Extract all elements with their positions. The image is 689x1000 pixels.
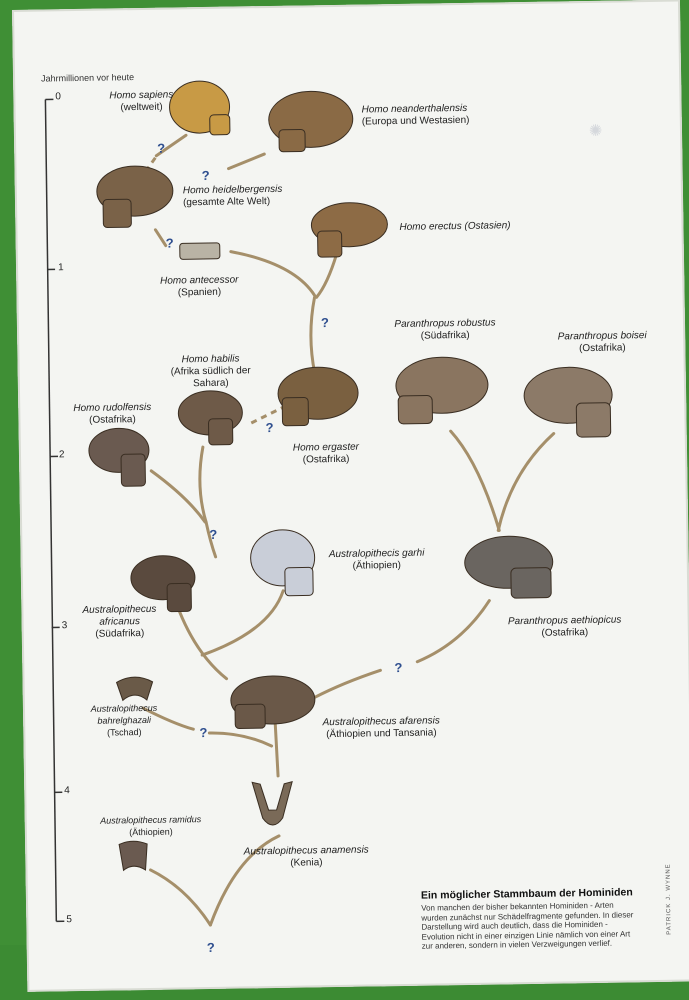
branch-ergaster-up [309,295,317,375]
skull-homo-erectus-icon [310,202,388,258]
description-text: Von manchen der bisher bekannten Hominid… [421,900,634,951]
question-mark: ? [207,940,215,955]
label-paranthropus-boisei: Paranthropus boisei(Ostafrika) [557,330,647,355]
branch-ramidus [149,868,212,927]
question-mark: ? [394,660,402,675]
skull-australopithecus-africanus-icon [130,555,196,613]
branch-habilis [198,445,208,524]
skull-australopithecus-bahrelghazali-icon [115,676,154,702]
label-australopithecus-africanus: Australopithecus africanus(Südafrika) [82,603,157,640]
skull-homo-ergaster-icon [277,366,359,427]
skull-australopithecus-anamensis-icon [251,780,293,826]
axis-tick-label: 5 [66,914,72,926]
label-homo-neanderthalensis: Homo neanderthalensis(Europa und Westasi… [361,102,470,128]
skull-homo-rudolfensis-icon [88,427,150,487]
label-homo-ergaster: Homo ergaster(Ostafrika) [292,441,360,466]
branch-homo-stem [204,520,218,559]
branch-robustus [449,429,501,532]
time-axis-line [44,99,58,922]
question-mark: ? [199,725,207,740]
question-mark: ? [209,527,217,542]
label-australopithecus-ramidus: Australopithecus ramidus(Äthiopien) [100,814,202,838]
skull-homo-habilis-icon [177,390,243,446]
label-paranthropus-robustus: Paranthropus robustus(Südafrika) [394,317,496,342]
time-axis-ticks [45,98,65,923]
label-homo-antecessor: Homo antecessor(Spanien) [160,274,239,299]
phylogeny-tree: ? ? ? ? ? ? ? ? ? [44,80,613,955]
branch-ergaster-habilis [247,404,287,426]
branch-afarensis-down [273,722,280,778]
label-australopithecus-anamensis: Australopithecus anamensis(Kenia) [243,844,369,869]
branch-africanus [177,609,229,681]
question-mark: ? [202,168,210,183]
skulls [88,80,613,872]
branch-sapiens [154,133,188,158]
skull-australopithecus-ramidus-icon [118,840,148,872]
branch-rudolfensis [149,469,207,524]
branch-anamensis [208,834,281,927]
skull-australopithecus-afarensis-icon [230,675,316,730]
label-homo-rudolfensis: Homo rudolfensis(Ostafrika) [73,401,152,426]
skull-homo-sapiens-icon [169,80,231,136]
axis-tick-label: 3 [61,620,68,632]
branch-bahrel-join [207,731,274,748]
branch-boisei [496,432,556,532]
skull-australopithecis-garhi-icon [250,529,316,597]
background-ghost-text: ✺ [588,122,603,140]
axis-tick-label: 2 [58,449,65,461]
label-australopithecus-afarensis: Australopithecus afarensis(Äthiopien und… [322,715,440,741]
poster: Jahrmillionen vor heute [12,0,689,992]
axis-tick-label: 1 [57,262,64,274]
skull-paranthropus-boisei-icon [523,366,613,438]
branch-neanderthal [227,152,266,171]
branch-afarensis-right [313,668,382,699]
question-mark: ? [157,141,165,156]
branch-garhi [200,589,285,657]
branch-heidelberg-antecessor [153,228,168,248]
label-australopithecus-bahrelghazali: Australopithecus bahrelghazali(Tschad) [90,702,158,738]
skull-homo-neanderthalensis-icon [268,90,354,153]
skull-homo-antecessor-icon [179,242,221,260]
label-homo-erectus: Homo erectus (Ostasien) [399,220,511,233]
branch-bahrelghazali [141,706,195,731]
label-homo-habilis: Homo habilis(Afrika südlich der Sahara) [170,353,251,390]
question-mark: ? [166,235,174,250]
skull-homo-heidelbergensis-icon [96,165,174,229]
axis-tick-label: 4 [64,785,70,797]
label-paranthropus-aethiopicus: Paranthropus aethiopicus(Ostafrika) [507,614,622,639]
tree-branches [141,133,556,927]
uncertainty-marks: ? ? ? ? ? ? ? ? ? [157,141,402,955]
description-box: Ein möglicher Stammbaum der Hominiden Vo… [421,886,637,951]
question-mark: ? [265,420,273,435]
label-homo-heidelbergensis: Homo heidelbergensis(gesamte Alte Welt) [182,183,283,209]
skull-paranthropus-aethiopicus-icon [464,535,554,599]
axis-tick-label: 0 [55,91,62,103]
branch-antecessor-erectus [229,250,317,297]
skull-paranthropus-robustus-icon [395,356,489,425]
description-title: Ein möglicher Stammbaum der Hominiden [420,886,633,902]
label-australopithecis-garhi: Australopithecis garhi(Äthiopien) [328,547,425,572]
question-mark: ? [321,315,329,330]
label-homo-sapiens: Homo sapiens(weltweit) [109,89,174,114]
artist-credit: PATRICK J. WYNNE [665,863,673,935]
branch-aethiopicus [415,599,491,664]
